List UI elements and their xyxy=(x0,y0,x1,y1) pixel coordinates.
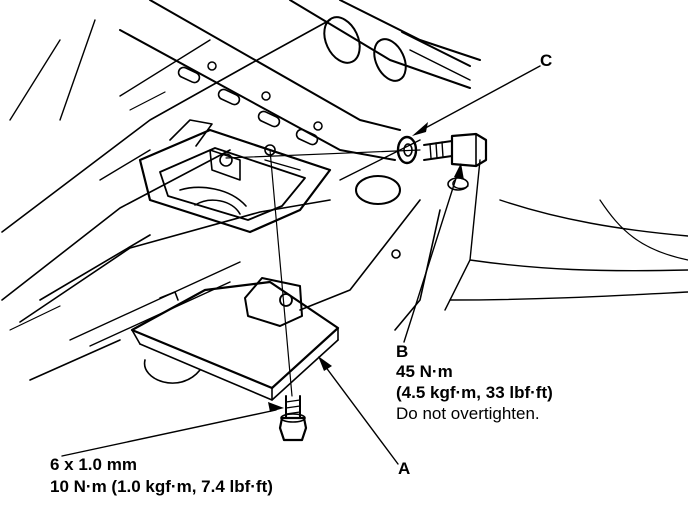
label-b: B xyxy=(396,342,408,361)
part-a-plate xyxy=(130,277,340,401)
note-b: Do not overtighten. xyxy=(396,404,540,423)
label-c: C xyxy=(540,51,552,70)
alignment-lines xyxy=(225,149,421,397)
callout-c: C xyxy=(540,51,552,70)
callout-bolt: 6 x 1.0 mm 10 N·m (1.0 kgf·m, 7.4 lbf·ft… xyxy=(50,455,273,496)
arrowhead-b xyxy=(454,163,464,180)
drive-shaft xyxy=(289,0,481,89)
label-a: A xyxy=(398,459,410,478)
rail-slots xyxy=(177,61,323,146)
bolt-torque: 10 N·m (1.0 kgf·m, 7.4 lbf·ft) xyxy=(50,477,273,496)
torque-b-alt: (4.5 kgf·m, 33 lbf·ft) xyxy=(396,383,553,402)
torque-b: 45 N·m xyxy=(396,362,453,381)
callout-b: B 45 N·m (4.5 kgf·m, 33 lbf·ft) Do not o… xyxy=(396,342,553,423)
bolt-size: 6 x 1.0 mm xyxy=(50,455,137,474)
leader-lines xyxy=(61,65,541,465)
arrowhead-bolt xyxy=(268,402,284,412)
bolt-b xyxy=(423,132,488,191)
callout-a: A xyxy=(398,459,410,478)
arrowhead-c xyxy=(412,122,428,136)
arrowhead-a xyxy=(318,356,332,371)
bolt-6x1 xyxy=(278,395,308,442)
mount-bracket xyxy=(138,119,332,234)
vehicle-underbody xyxy=(1,0,688,381)
